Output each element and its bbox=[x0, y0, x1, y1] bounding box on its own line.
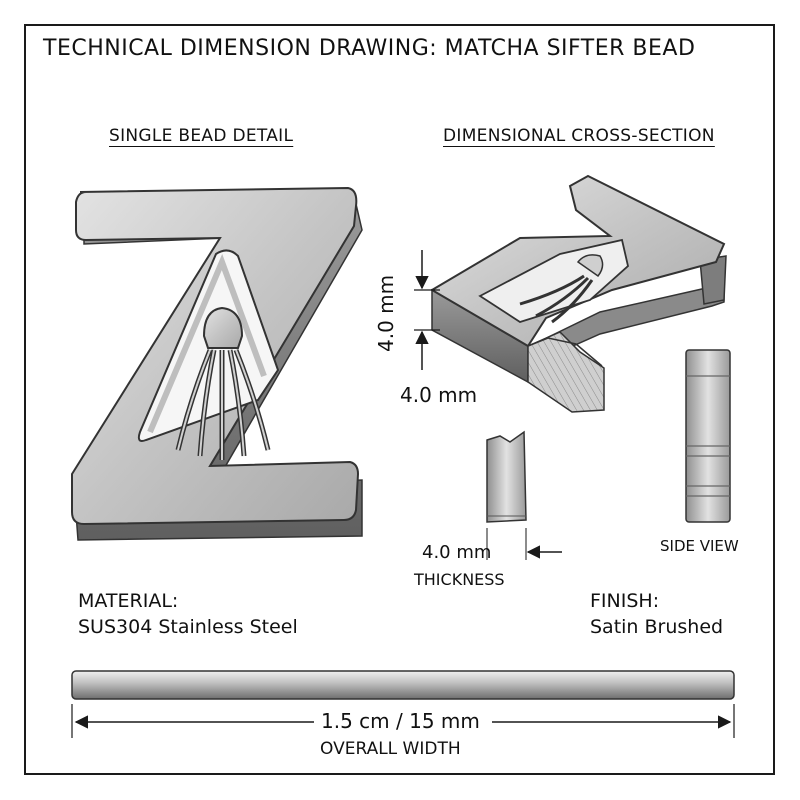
side-view-label: SIDE VIEW bbox=[660, 537, 739, 555]
overall-width-label: OVERALL WIDTH bbox=[320, 739, 461, 759]
section-title-single-bead: SINGLE BEAD DETAIL bbox=[109, 126, 294, 146]
thickness-label: THICKNESS bbox=[414, 570, 505, 589]
thickness-value-label: 4.0 mm bbox=[422, 542, 492, 563]
finish-label: FINISH: bbox=[590, 590, 660, 612]
shuttlecock-motif bbox=[175, 306, 271, 460]
cross-section-illustration bbox=[430, 174, 727, 413]
height-dimension-horizontal-label: 4.0 mm bbox=[400, 383, 478, 407]
material-value: SUS304 Stainless Steel bbox=[78, 616, 298, 638]
thickness-sample bbox=[486, 430, 562, 560]
side-view-sample bbox=[685, 349, 731, 523]
finish-value: Satin Brushed bbox=[590, 616, 724, 638]
drawing-title: TECHNICAL DIMENSION DRAWING: MATCHA SIFT… bbox=[43, 36, 696, 61]
section-title-cross-section: DIMENSIONAL CROSS-SECTION bbox=[443, 126, 715, 146]
overall-width-value: 1.5 cm / 15 mm bbox=[321, 709, 480, 733]
material-label: MATERIAL: bbox=[78, 590, 179, 612]
bead-detail-illustration bbox=[71, 186, 363, 541]
overall-width-bar bbox=[71, 670, 735, 738]
height-dimension-label: 4.0 mm bbox=[374, 274, 398, 352]
height-dimension bbox=[414, 250, 440, 370]
